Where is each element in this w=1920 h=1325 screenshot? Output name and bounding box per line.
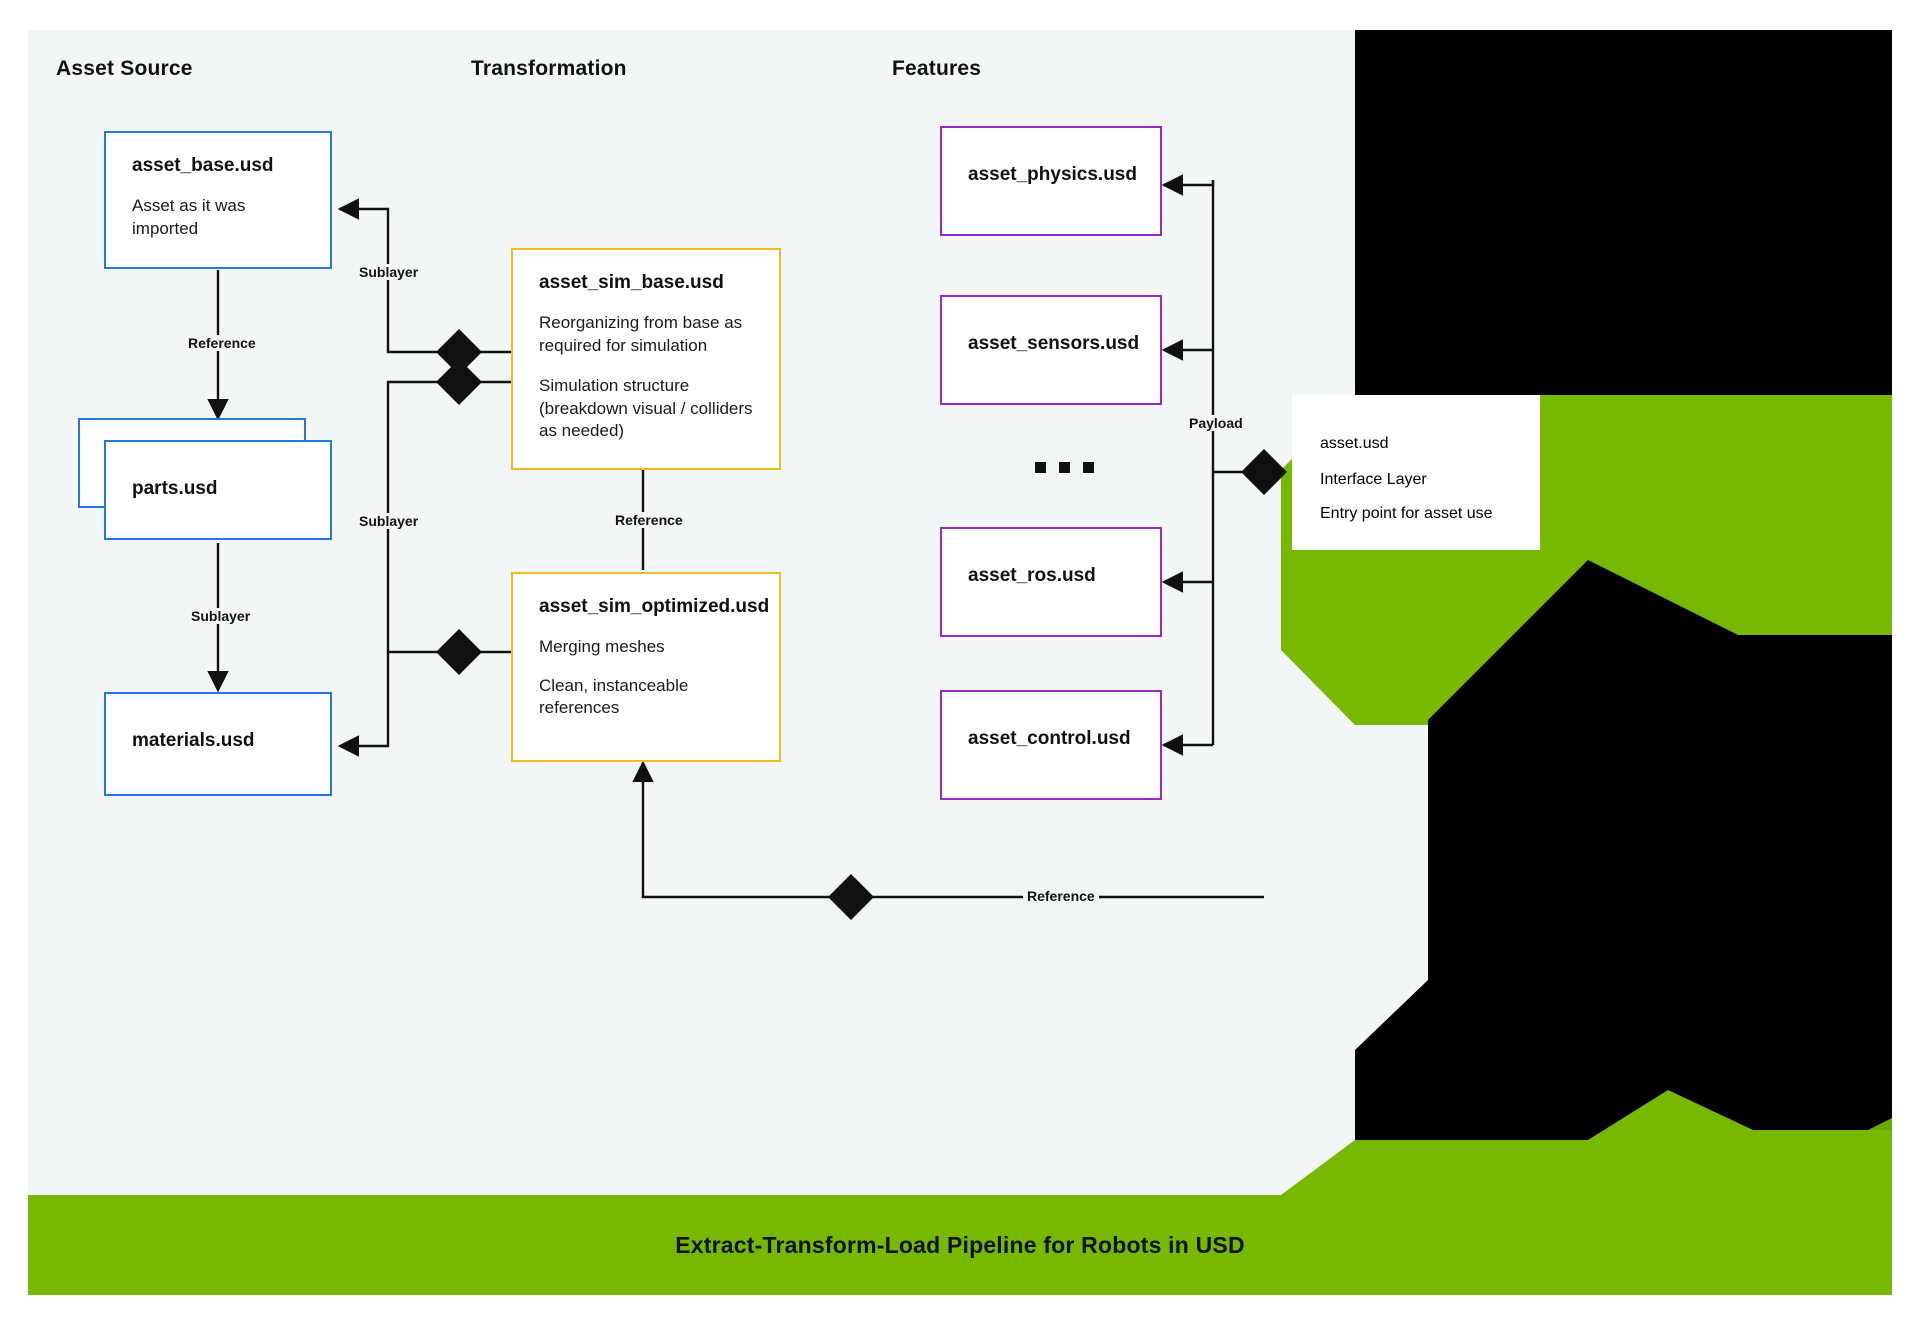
edge-label-parts-to-materials: Sublayer bbox=[187, 608, 255, 624]
node-asset-sim-optimized-body: Merging meshes bbox=[539, 637, 665, 656]
deco-black-lower bbox=[1355, 560, 1892, 1195]
node-asset-sim-base-title: asset_sim_base.usd bbox=[539, 272, 724, 293]
node-asset-base-body: Asset as it was imported bbox=[132, 196, 246, 238]
wire-simopt-to-materials bbox=[337, 650, 511, 757]
node-asset-control[interactable]: asset_control.usd bbox=[940, 690, 1162, 800]
node-asset-sim-optimized-body2: Clean, instanceable references bbox=[539, 675, 689, 718]
node-asset-base[interactable]: asset_base.usd Asset as it was imported bbox=[104, 131, 332, 269]
edge-label-payload: Payload bbox=[1185, 415, 1247, 431]
ellipsis-icon bbox=[1035, 462, 1094, 473]
node-asset[interactable]: asset.usd Interface Layer Entry point fo… bbox=[1292, 395, 1540, 550]
wire-payload-physics bbox=[1161, 174, 1215, 196]
diamond-bottom-ref bbox=[828, 874, 874, 920]
node-materials-title: materials.usd bbox=[132, 730, 255, 751]
diamond-simopt bbox=[436, 629, 482, 675]
node-materials[interactable]: materials.usd bbox=[104, 692, 332, 796]
node-asset-body2: Entry point for asset use bbox=[1320, 505, 1493, 522]
node-asset-control-title: asset_control.usd bbox=[968, 728, 1131, 749]
node-parts-title: parts.usd bbox=[132, 478, 218, 499]
footer-banner: Extract-Transform-Load Pipeline for Robo… bbox=[28, 1195, 1892, 1295]
node-asset-sim-optimized-title: asset_sim_optimized.usd bbox=[539, 596, 770, 617]
node-asset-sim-optimized[interactable]: asset_sim_optimized.usd Merging meshes C… bbox=[511, 572, 781, 762]
node-asset-body: Interface Layer bbox=[1320, 471, 1427, 488]
edge-label-simopt-to-materials: Sublayer bbox=[355, 513, 423, 529]
node-asset-title: asset.usd bbox=[1320, 435, 1389, 452]
deco-green-notch bbox=[1281, 1090, 1892, 1195]
node-asset-sensors-title: asset_sensors.usd bbox=[968, 333, 1140, 354]
node-parts[interactable]: parts.usd bbox=[104, 440, 332, 540]
node-asset-sim-base-body: Reorganizing from base as required for s… bbox=[539, 313, 743, 355]
node-asset-ros[interactable]: asset_ros.usd bbox=[940, 527, 1162, 637]
node-asset-sensors[interactable]: asset_sensors.usd bbox=[940, 295, 1162, 405]
node-asset-base-title: asset_base.usd bbox=[132, 155, 274, 176]
column-title-features: Features bbox=[892, 57, 982, 80]
edge-label-bottom-reference: Reference bbox=[1023, 888, 1099, 904]
wire-simbase-to-base bbox=[337, 198, 511, 354]
node-asset-physics-title: asset_physics.usd bbox=[968, 164, 1137, 185]
node-asset-ros-title: asset_ros.usd bbox=[968, 565, 1096, 586]
diamond-asset-payload bbox=[1241, 449, 1287, 495]
deco-black-top bbox=[1355, 30, 1892, 395]
edge-label-simopt-to-simbase: Reference bbox=[611, 512, 687, 528]
diamond-simbase-lower bbox=[436, 359, 482, 405]
column-title-transformation: Transformation bbox=[471, 57, 627, 80]
node-asset-sim-base[interactable]: asset_sim_base.usd Reorganizing from bas… bbox=[511, 248, 781, 470]
column-title-asset-source: Asset Source bbox=[56, 57, 193, 80]
node-asset-sim-base-body2: Simulation structure (breakdown visual /… bbox=[539, 376, 753, 441]
diagram-canvas: Asset Source Transformation Features ass… bbox=[28, 30, 1892, 1295]
diamond-simbase-upper bbox=[436, 329, 482, 375]
node-asset-physics[interactable]: asset_physics.usd bbox=[940, 126, 1162, 236]
edge-label-base-to-parts: Reference bbox=[184, 335, 260, 351]
edge-label-simbase-to-base: Sublayer bbox=[355, 264, 423, 280]
footer-banner-text: Extract-Transform-Load Pipeline for Robo… bbox=[675, 1231, 1245, 1258]
